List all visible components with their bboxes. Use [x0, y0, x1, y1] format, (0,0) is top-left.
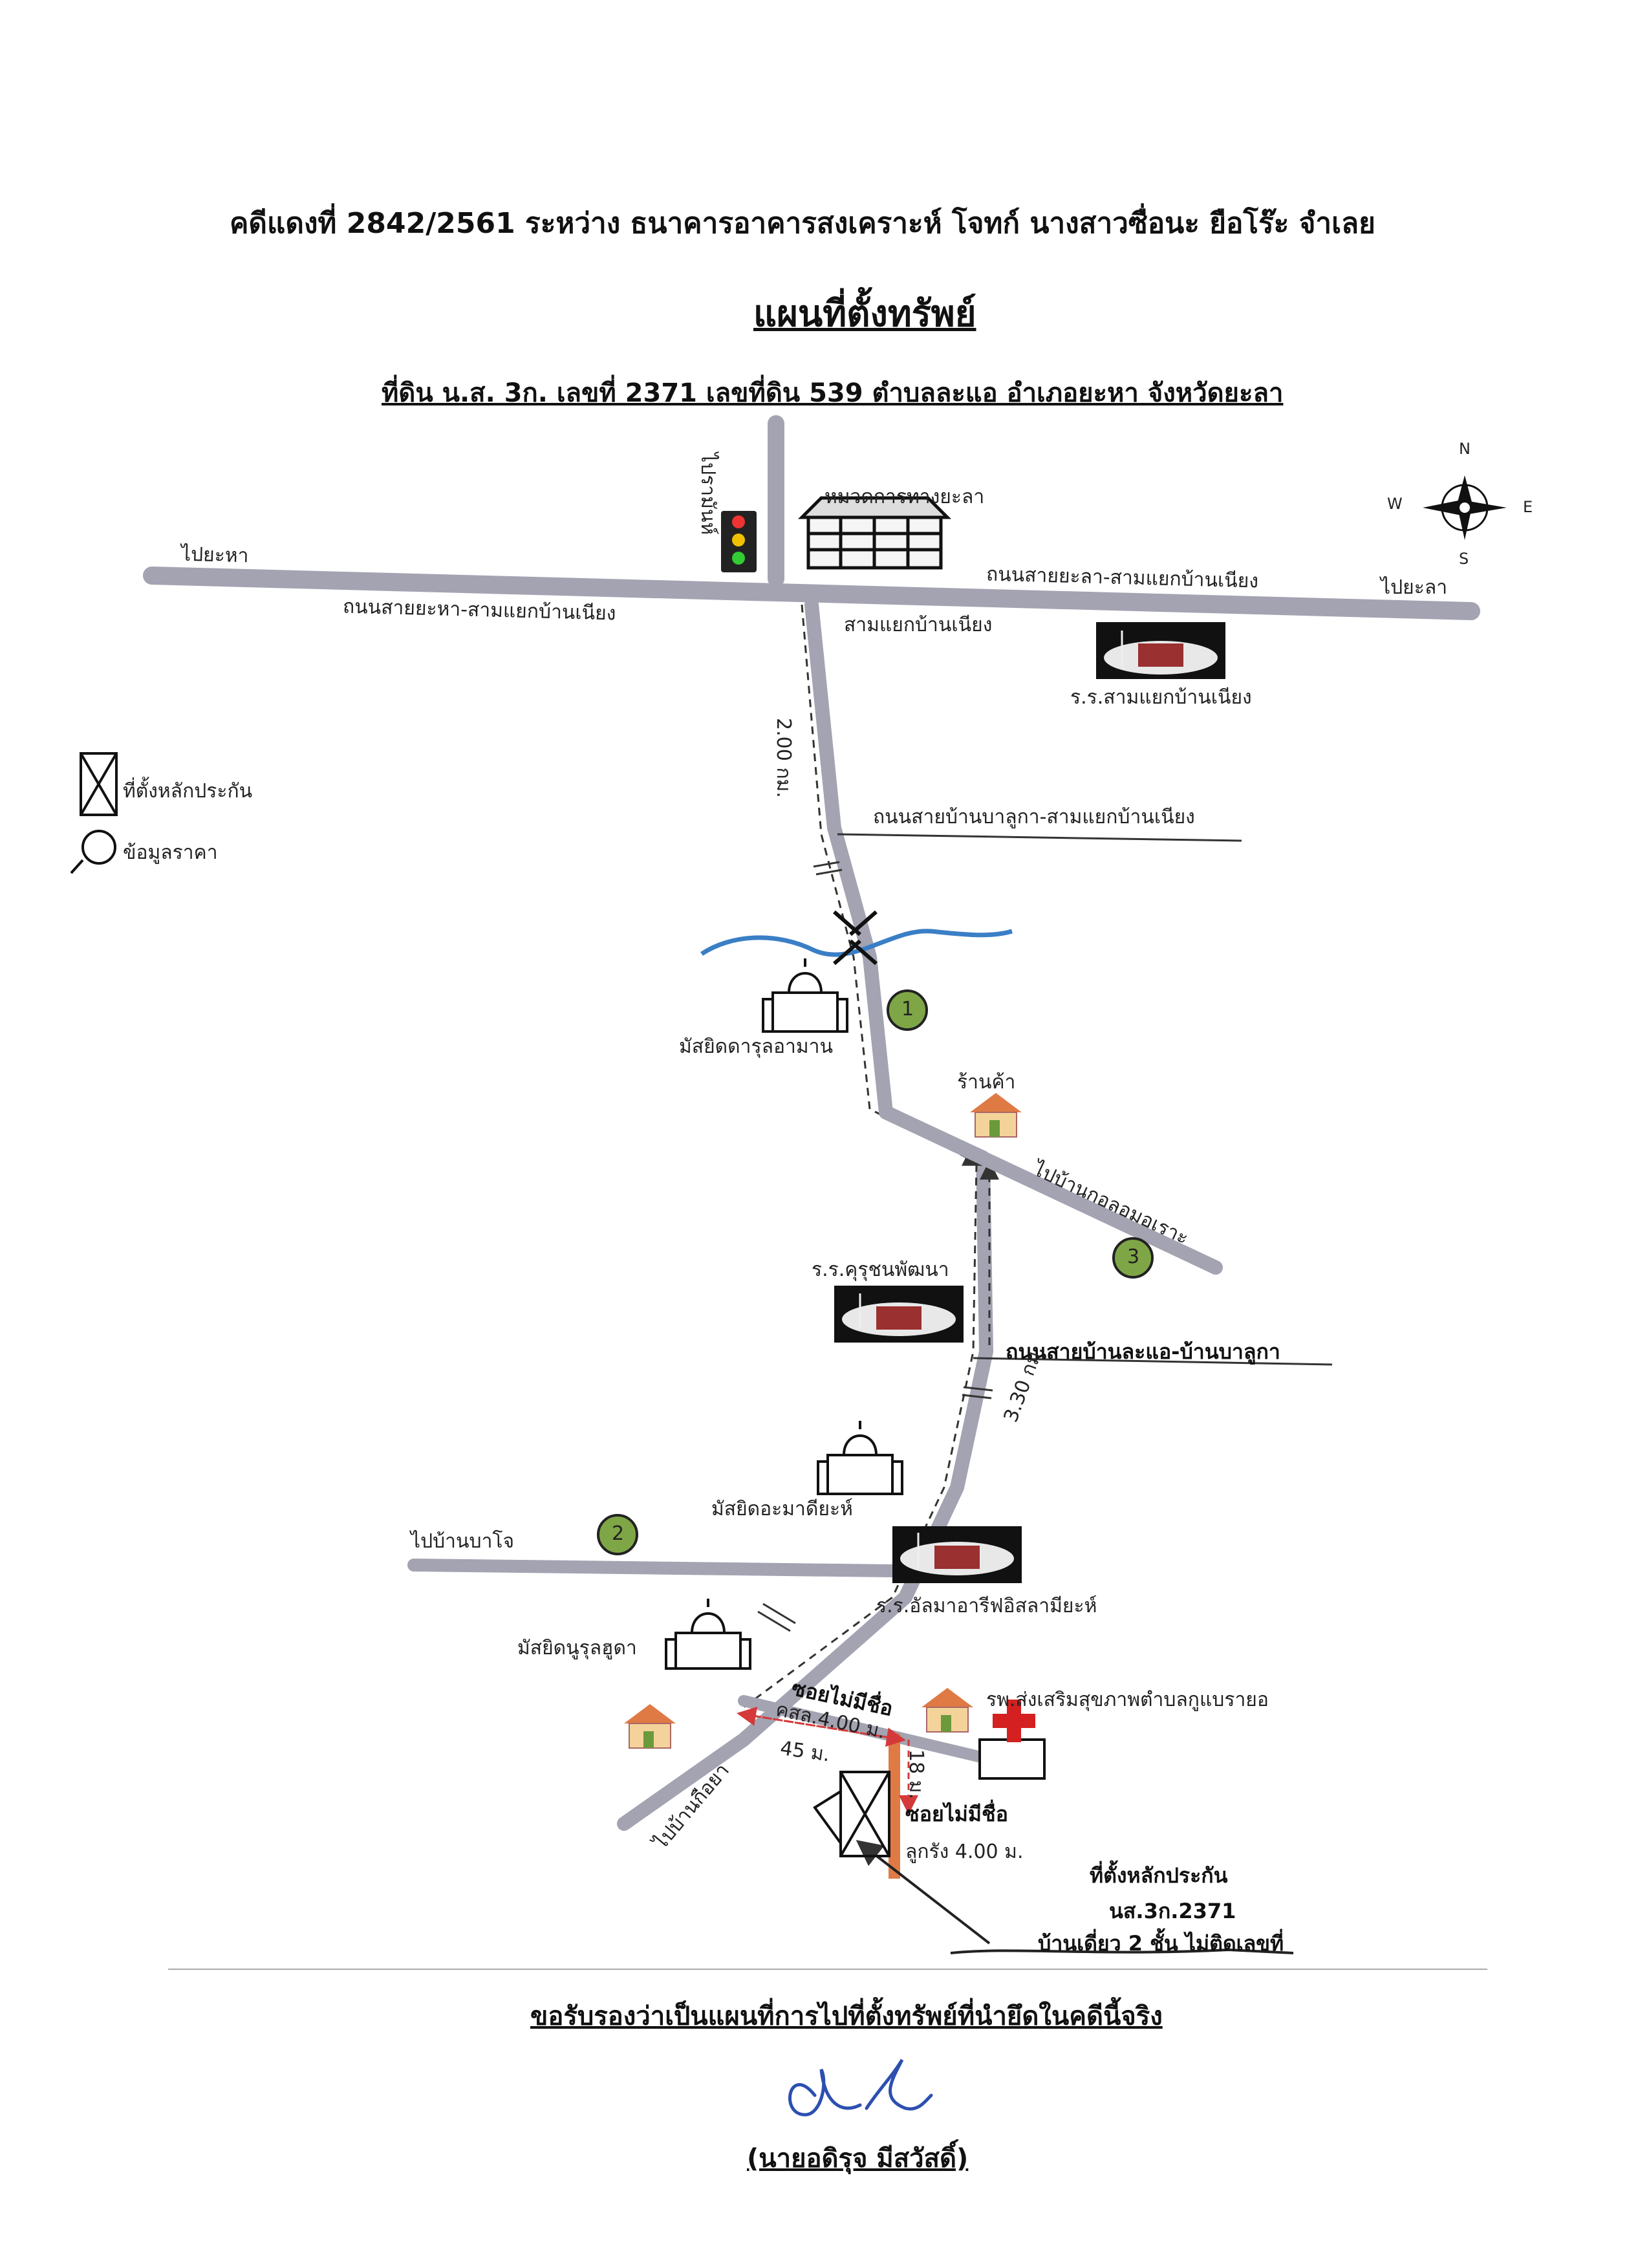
- collateral-location-icon: [813, 1771, 890, 1857]
- highway-road: [143, 567, 1480, 620]
- label-mosque-nurul: มัสยิดนูรุลฮูดา: [517, 1637, 637, 1659]
- label-collateral-title: ที่ตั้งหลักประกัน: [1090, 1863, 1228, 1888]
- label-collateral-deed: นส.3ก.2371: [1109, 1899, 1236, 1923]
- label-to-bajo: ไปบ้านบาโจ: [411, 1530, 515, 1553]
- label-district-office: หมวดการทางยะลา: [824, 486, 985, 508]
- label-road-balukha-samyaek: ถนนสายบ้านบาลูกา-สามแยกบ้านเนียง: [873, 806, 1195, 828]
- price-marker-1-icon: [887, 989, 928, 1031]
- price-marker-3-icon: [1112, 1237, 1154, 1279]
- label-soi-2-surface: ลูกรัง 4.00 ม.: [905, 1841, 1024, 1863]
- certification-text: ขอรับรองว่าเป็นแผนที่การไปที่ตั้งทรัพย์ท…: [530, 2002, 1163, 2031]
- road-to-kolo: [879, 1105, 1223, 1275]
- label-dist-18: 18 ม.: [905, 1749, 927, 1800]
- house-soi1-icon: [921, 1688, 973, 1733]
- page-title: แผนที่ตั้งทรัพย์: [753, 293, 976, 335]
- school-samyaek-icon: [1096, 622, 1225, 679]
- legend-collateral-label: ที่ตั้งหลักประกัน: [123, 780, 253, 803]
- price-marker-2: 2: [612, 1522, 625, 1545]
- traffic-light-icon: [721, 511, 757, 572]
- label-road-laae-balukha: ถนนสายบ้านละแอ-บ้านบาลูกา: [1006, 1339, 1280, 1364]
- case-line: คดีแดงที่ 2842/2561 ระหว่าง ธนาคารอาคารส…: [230, 207, 1375, 240]
- label-mosque-ahmadi: มัสยิดอะมาดียะห์: [711, 1498, 853, 1520]
- price-marker-3: 3: [1127, 1246, 1140, 1268]
- hospital-icon: [978, 1700, 1046, 1780]
- price-marker-1: 1: [901, 998, 914, 1021]
- price-marker-2-icon: [597, 1514, 638, 1555]
- shop-house-icon: [970, 1093, 1022, 1138]
- river: [700, 929, 1013, 957]
- bridge-icon: [833, 910, 878, 966]
- route-dashes: [801, 604, 984, 1166]
- signer-name: (นายอดิรุจ มีสวัสดิ์): [747, 2144, 969, 2174]
- road-soi-1: [738, 1695, 995, 1765]
- compass-icon: [1423, 475, 1507, 540]
- label-soi-noname-2: ซอยไม่มีชื่อ: [905, 1802, 1008, 1826]
- office-building-icon: [797, 496, 952, 570]
- route-dashes-2: [743, 1163, 978, 1709]
- house-left-icon: [624, 1704, 676, 1749]
- school-kuru-icon: [834, 1286, 964, 1343]
- label-school-samyaek: ร.ร.สามแยกบ้านเนียง: [1070, 686, 1252, 709]
- label-to-yaha: ไปยะหา: [180, 543, 249, 568]
- label-mosque-darul: มัสยิดดารุลอามาน: [679, 1035, 833, 1058]
- label-school-kuru: ร.ร.คุรุชนพัฒนา: [812, 1258, 949, 1281]
- signature-icon: [788, 2058, 933, 2117]
- main-route-road: [617, 598, 993, 1831]
- legend-collateral-icon: [80, 752, 118, 816]
- compass-e: E: [1523, 498, 1533, 516]
- label-dist-200: 2.00 กม.: [772, 718, 795, 798]
- mosque-darul-icon: [762, 958, 848, 1033]
- compass-s: S: [1459, 550, 1469, 568]
- legend-price-label: ข้อมูลราคา: [123, 841, 218, 864]
- mosque-ahmadi-icon: [817, 1421, 903, 1495]
- mosque-nurul-icon: [665, 1599, 751, 1670]
- legend-price-icon: [70, 830, 116, 874]
- compass-w: W: [1387, 495, 1403, 513]
- page-subtitle: ที่ดิน น.ส. 3ก. เลขที่ 2371 เลขที่ดิน 53…: [382, 378, 1284, 408]
- school-almaari-icon: [892, 1526, 1022, 1583]
- label-school-almaari: ร.ร.อัลมาอารีฟอิสลามียะห์: [876, 1595, 1097, 1617]
- label-hospital: รพ.ส่งเสริมสุขภาพตำบลกูแบรายอ: [986, 1689, 1269, 1711]
- label-collateral-house: บ้านเดี่ยว 2 ชั้น ไม่ติดเลขที่: [1038, 1931, 1284, 1956]
- label-shop: ร้านค้า: [957, 1071, 1016, 1094]
- label-samyaek: สามแยกบ้านเนียง: [844, 614, 993, 636]
- compass-n: N: [1459, 440, 1471, 458]
- label-to-yala: ไปยะลา: [1381, 576, 1448, 599]
- label-to-raman: ไปรามันห์: [696, 453, 719, 535]
- road-to-bajo: [407, 1559, 951, 1578]
